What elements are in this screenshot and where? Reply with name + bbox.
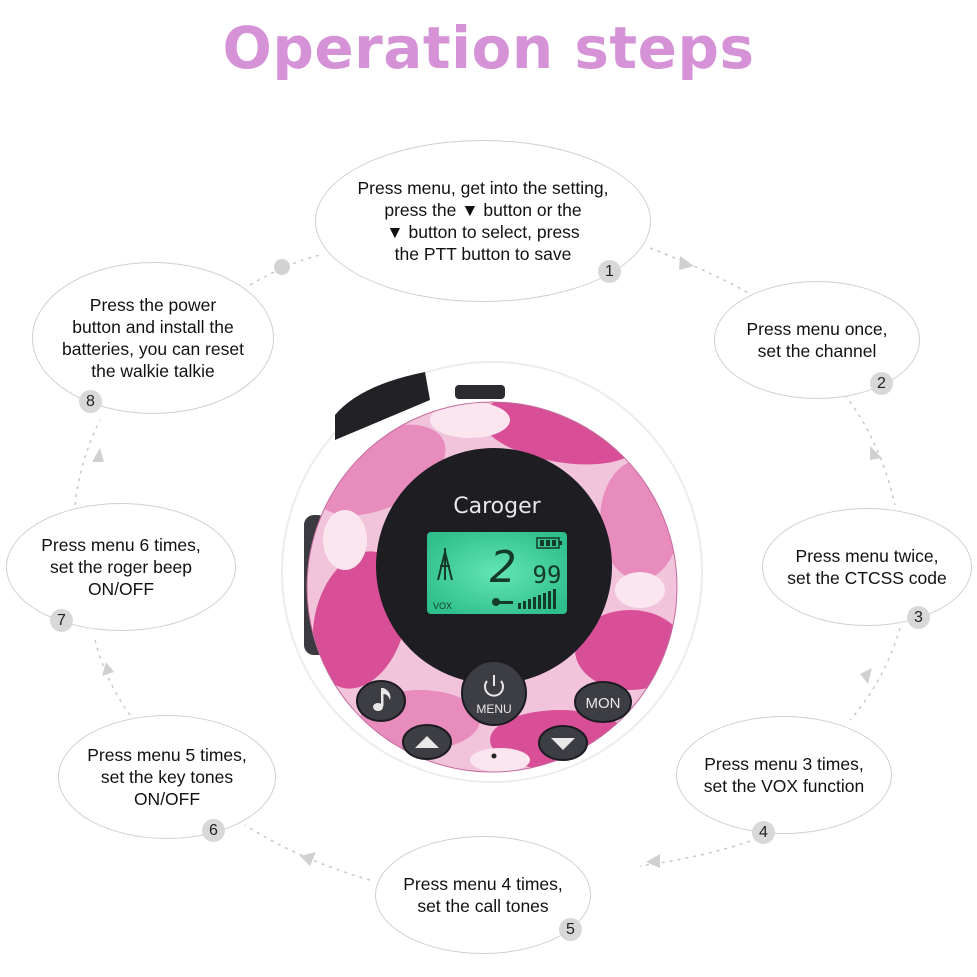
step-2-text: Press menu once, set the channel <box>746 319 888 361</box>
walkie-talkie: Caroger 2 99 VOX <box>304 372 678 773</box>
arrow-6-7 <box>102 662 114 676</box>
mon-button[interactable]: MON <box>574 681 632 723</box>
step-number-3: 3 <box>907 606 930 629</box>
cycle-arrows <box>92 256 882 868</box>
step-bubble-7: Press menu 6 times, set the roger beep O… <box>6 503 236 631</box>
brand-logo: Caroger <box>453 494 541 519</box>
arrow-2-3 <box>870 446 882 460</box>
tone-button[interactable] <box>356 680 406 722</box>
step-bubble-3: Press menu twice, set the CTCSS code <box>762 508 972 626</box>
menu-power-button[interactable]: MENU <box>461 660 527 726</box>
signal-bars-icon <box>518 589 556 609</box>
step-bubble-1: Press menu, get into the setting, press … <box>315 140 651 302</box>
step-number-5: 5 <box>559 918 582 941</box>
page-title: Operation steps <box>222 14 755 82</box>
power-icon <box>484 675 504 697</box>
mon-button-label: MON <box>586 695 621 712</box>
top-button <box>455 385 505 399</box>
device-halo <box>281 361 703 783</box>
battery-icon <box>536 537 562 549</box>
menu-button-label: MENU <box>476 702 511 716</box>
up-arrow-icon <box>415 736 439 748</box>
arrow-3-4 <box>860 668 872 684</box>
lcd-screen <box>427 532 567 614</box>
step-bubble-4: Press menu 3 times, set the VOX function <box>676 716 892 834</box>
down-button[interactable] <box>538 725 588 761</box>
lcd-code: 99 <box>533 561 562 589</box>
step-4-text: Press menu 3 times, set the VOX function <box>703 754 865 796</box>
music-note-icon <box>373 688 391 711</box>
arrow-1-2 <box>679 256 694 270</box>
arrow-7-8 <box>92 448 104 462</box>
step-8-text: Press the power button and install the b… <box>62 295 244 381</box>
mic-hole <box>491 753 497 759</box>
step-number-8: 8 <box>79 390 102 413</box>
step-bubble-5: Press menu 4 times, set the call tones <box>375 836 591 954</box>
step-3-text: Press menu twice, set the CTCSS code <box>787 546 947 588</box>
step-number-7: 7 <box>50 609 73 632</box>
step-6-text: Press menu 5 times, set the key tones ON… <box>87 745 247 809</box>
step-number-6: 6 <box>202 819 225 842</box>
antenna-icon <box>437 548 453 581</box>
arrow-4-5 <box>646 854 660 868</box>
step-bubble-8: Press the power button and install the b… <box>32 262 274 414</box>
step-number-4: 4 <box>752 821 775 844</box>
step-number-2: 2 <box>870 372 893 395</box>
cycle-dot <box>274 259 290 275</box>
step-5-text: Press menu 4 times, set the call tones <box>403 874 563 916</box>
step-7-text: Press menu 6 times, set the roger beep O… <box>41 535 201 599</box>
up-button[interactable] <box>402 724 452 760</box>
step-1-text: Press menu, get into the setting, press … <box>357 178 609 264</box>
key-icon <box>492 598 513 606</box>
down-arrow-icon <box>551 738 575 750</box>
lcd-vox-label: VOX <box>433 601 452 611</box>
step-number-1: 1 <box>598 260 621 283</box>
antenna-stub <box>335 372 430 440</box>
arrow-5-6 <box>300 852 316 866</box>
lcd-channel: 2 <box>490 542 517 593</box>
step-bubble-6: Press menu 5 times, set the key tones ON… <box>58 715 276 839</box>
